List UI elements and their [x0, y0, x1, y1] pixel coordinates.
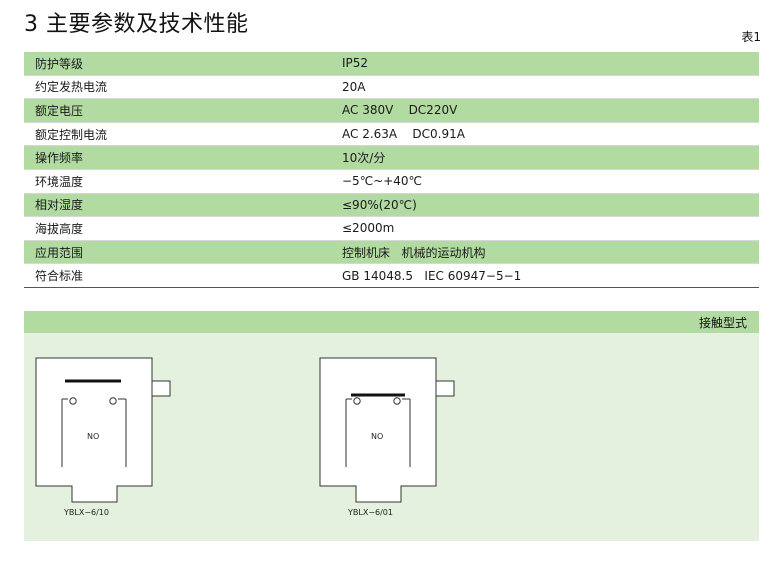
param-name: 符合标准: [24, 263, 331, 288]
switch-housing-1: NO YBLX−6/10: [35, 357, 171, 517]
contact-terminal: [353, 397, 361, 405]
param-value: 20A: [331, 75, 759, 100]
param-value: ≤2000m: [331, 216, 759, 241]
param-value: AC 380V DC220V: [331, 98, 759, 123]
param-value: GB 14048.5 IEC 60947−5−1: [331, 263, 759, 288]
table-row: 应用范围控制机床 机械的运动机构: [24, 240, 759, 265]
page-title: 3 主要参数及技术性能: [24, 12, 249, 37]
param-value: 10次/分: [331, 145, 759, 170]
contact-type-header: 接触型式: [24, 311, 759, 333]
param-name: 环境温度: [24, 169, 331, 194]
actuator-plunger: [435, 380, 455, 397]
contact-terminal: [393, 397, 401, 405]
param-name: 额定控制电流: [24, 122, 331, 147]
param-name: 约定发热电流: [24, 75, 331, 100]
contact-terminal: [69, 397, 77, 405]
contact-label: NO: [371, 432, 383, 441]
param-name: 海拔高度: [24, 216, 331, 241]
actuator-plunger: [151, 380, 171, 397]
contact-terminal: [109, 397, 117, 405]
param-name: 相对湿度: [24, 193, 331, 218]
table-number: 表1: [741, 30, 761, 44]
table-row: 环境温度−5℃~+40℃: [24, 169, 759, 194]
table-row: 海拔高度≤2000m: [24, 216, 759, 241]
param-value: IP52: [331, 52, 759, 76]
table-row: 相对湿度≤90%(20℃): [24, 193, 759, 218]
switch-housing-2: NO YBLX−6/01: [319, 357, 455, 517]
param-name: 应用范围: [24, 240, 331, 265]
param-name: 操作频率: [24, 145, 331, 170]
param-value: −5℃~+40℃: [331, 169, 759, 194]
contact-label: NO: [87, 432, 99, 441]
contact-type-panel: 接触型式 NO YBLX−6/10 NO: [24, 311, 759, 541]
param-name: 额定电压: [24, 98, 331, 123]
param-value: ≤90%(20℃): [331, 193, 759, 218]
model-label: YBLX−6/01: [347, 508, 393, 517]
param-name: 防护等级: [24, 52, 331, 76]
switch-diagram-1: NO YBLX−6/10: [34, 356, 194, 531]
model-label: YBLX−6/10: [63, 508, 109, 517]
param-value: AC 2.63A DC0.91A: [331, 122, 759, 147]
switch-diagram-2: NO YBLX−6/01: [318, 356, 478, 531]
param-value: 控制机床 机械的运动机构: [331, 240, 759, 265]
contact-type-title: 接触型式: [698, 316, 747, 330]
